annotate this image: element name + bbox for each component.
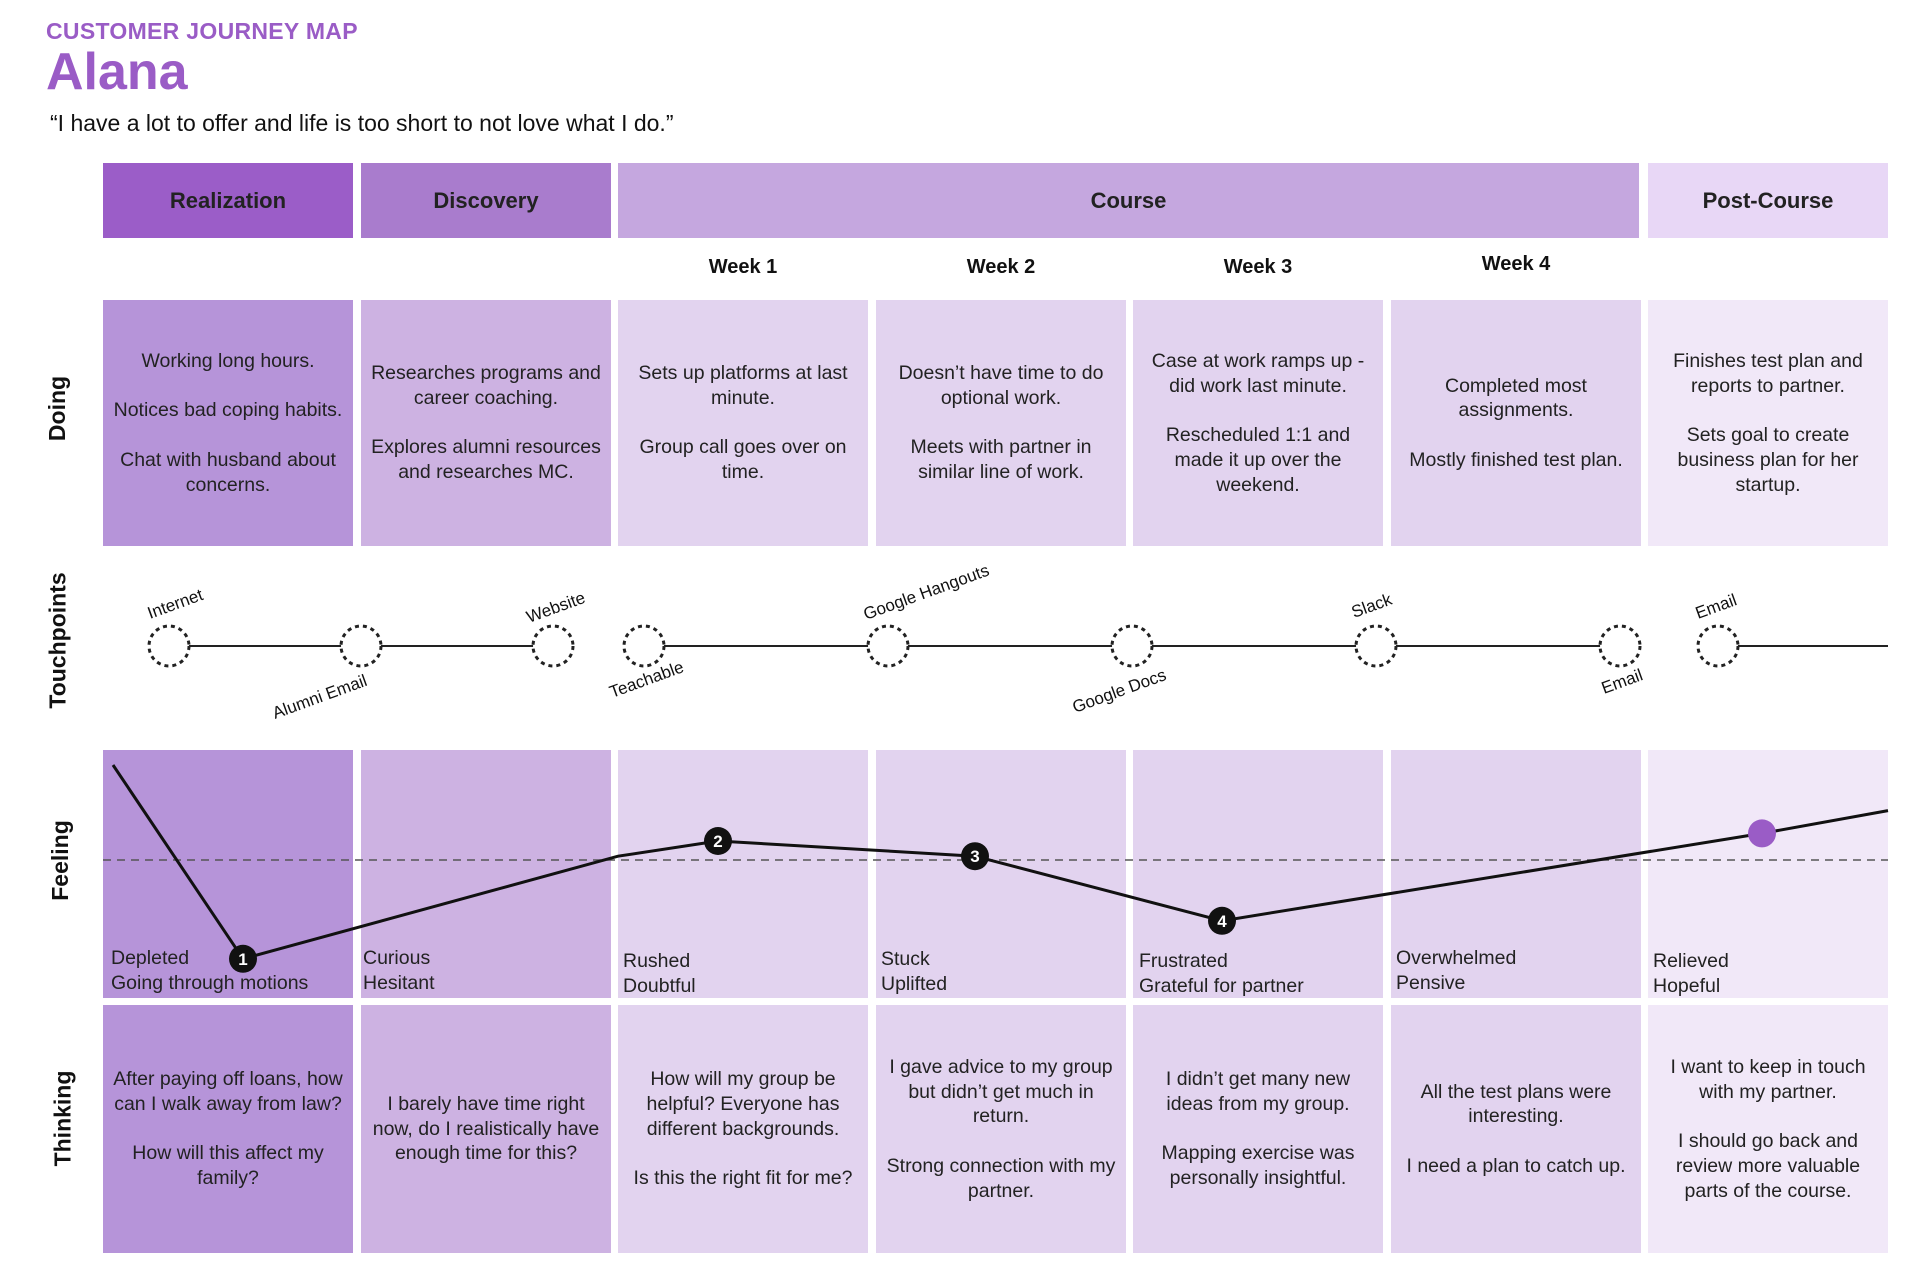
feeling-cell xyxy=(103,750,353,998)
emotion-point-3 xyxy=(961,842,989,871)
doing-cell: Completed most assignments. Mostly finis… xyxy=(1391,300,1641,546)
stage-label: Discovery xyxy=(433,187,539,213)
touchpoints-track: Internet Alumni Email Website Teachable … xyxy=(145,561,1888,723)
doing-cell: Working long hours. Notices bad coping h… xyxy=(103,300,353,546)
emotion-label: Rushed Doubtful xyxy=(623,950,696,997)
emotion-label: Curious Hesitant xyxy=(363,947,435,994)
emotion-curve-chart: 1 2 3 4 xyxy=(103,764,1889,973)
emotion-label: Overwhelmed Pensive xyxy=(1396,947,1517,994)
doing-cell: Finishes test plan and reports to partne… xyxy=(1648,300,1888,546)
thinking-cell: I want to keep in touch with my partner.… xyxy=(1648,1005,1888,1253)
touchpoint-label: Alumni Email xyxy=(270,671,370,723)
persona-name: Alana xyxy=(46,43,188,101)
doing-cell: Sets up platforms at last minute. Group … xyxy=(618,300,868,546)
touchpoint-label: Google Docs xyxy=(1070,665,1169,716)
stage-label: Realization xyxy=(169,187,287,213)
feeling-cell xyxy=(1133,750,1383,998)
emotion-point-number: 2 xyxy=(713,832,722,851)
stage-post-course: Post-Course xyxy=(1648,163,1888,238)
row-label-doing: Doing xyxy=(44,375,71,441)
emotion-label: Depleted Going through motions xyxy=(111,947,309,994)
touchpoint-label: Google Hangouts xyxy=(861,561,992,624)
emotion-label: Stuck Uplifted xyxy=(881,948,948,995)
feeling-cell xyxy=(876,750,1126,998)
thinking-cell: How will my group be helpful? Everyone h… xyxy=(618,1005,868,1253)
thinking-cell: I gave advice to my group but didn’t get… xyxy=(876,1005,1126,1253)
week-label: Week 2 xyxy=(966,256,1036,278)
persona-quote: “I have a lot to offer and life is too s… xyxy=(50,110,674,136)
thinking-cell: After paying off loans, how can I walk a… xyxy=(103,1005,353,1253)
week-label: Week 3 xyxy=(1223,256,1293,278)
touchpoint-node xyxy=(622,624,666,668)
emotion-point-2 xyxy=(704,827,732,855)
doing-cell: Case at work ramps up - did work last mi… xyxy=(1133,300,1383,546)
touchpoint-label: Email xyxy=(1693,590,1739,622)
emotion-point-4 xyxy=(1208,906,1236,935)
touchpoint-node xyxy=(531,624,575,668)
thinking-cell: I barely have time right now, do I reali… xyxy=(361,1005,611,1253)
touchpoint-node xyxy=(1354,624,1398,668)
stage-course: Course xyxy=(618,163,1639,238)
touchpoint-label: Slack xyxy=(1349,590,1395,622)
touchpoint-node xyxy=(1696,624,1740,668)
touchpoint-node xyxy=(147,624,191,668)
feeling-cell xyxy=(1648,750,1888,998)
row-label-thinking: Thinking xyxy=(49,1070,76,1166)
doing-cell: Researches programs and career coaching.… xyxy=(361,300,611,546)
feeling-cell xyxy=(618,750,868,998)
touchpoint-node xyxy=(866,624,910,668)
touchpoint-node xyxy=(1598,624,1642,668)
emotion-label: Relieved Hopeful xyxy=(1653,950,1729,997)
thinking-cell: I didn’t get many new ideas from my grou… xyxy=(1133,1005,1383,1253)
stage-realization: Realization xyxy=(103,163,353,238)
week-label: Week 4 xyxy=(1481,253,1551,275)
emotion-label: Frustrated Grateful for partner xyxy=(1139,950,1304,997)
emotion-point-dot xyxy=(1748,819,1776,848)
thinking-cell: All the test plans were interesting. I n… xyxy=(1391,1005,1641,1253)
emotion-point-number: 4 xyxy=(1217,912,1227,931)
touchpoint-label: Internet xyxy=(145,585,206,623)
emotion-point-1 xyxy=(229,944,257,973)
emotion-line xyxy=(111,764,1889,961)
touchpoint-node xyxy=(339,624,383,668)
feeling-cell xyxy=(361,750,611,998)
touchpoint-node xyxy=(1110,624,1154,668)
emotion-point-number: 1 xyxy=(238,950,247,969)
stage-label: Course xyxy=(1090,187,1167,213)
stage-label: Post-Course xyxy=(1702,187,1834,213)
week-label: Week 1 xyxy=(708,256,778,278)
touchpoint-label: Website xyxy=(524,588,588,627)
doing-cell: Doesn’t have time to do optional work. M… xyxy=(876,300,1126,546)
map-kicker: CUSTOMER JOURNEY MAP xyxy=(46,18,358,44)
touchpoint-label: Email xyxy=(1599,665,1645,697)
stage-discovery: Discovery xyxy=(361,163,611,238)
emotion-point-number: 3 xyxy=(970,847,979,866)
